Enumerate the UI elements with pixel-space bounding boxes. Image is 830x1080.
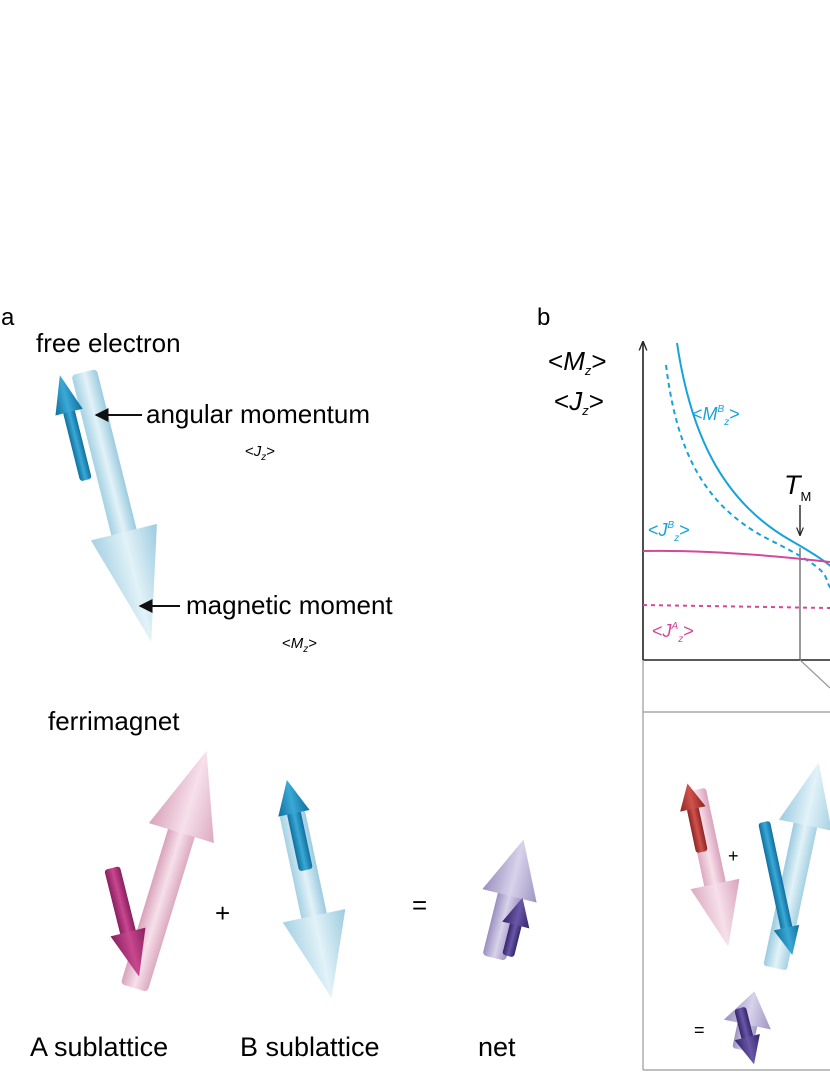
a-sublattice-arrows bbox=[104, 750, 214, 992]
ja-curve-label: <JAz> bbox=[652, 621, 694, 645]
magnetic-moment-label: magnetic moment bbox=[186, 590, 393, 620]
ma-curve bbox=[642, 549, 830, 563]
ferrimagnet-equals: = bbox=[412, 890, 427, 920]
ferrimagnet-plus: + bbox=[215, 898, 230, 928]
inset-a-arrows bbox=[680, 783, 740, 947]
free-electron-angular-arrow bbox=[55, 375, 92, 481]
panel-b: b <Mz> <Jz> <MBz> <JBz> <JAz> TM bbox=[537, 304, 830, 1071]
panel-a-label: a bbox=[1, 304, 15, 331]
inset-net-arrows bbox=[723, 991, 771, 1065]
free-electron-title: free electron bbox=[36, 328, 181, 358]
ferrimagnet-title: ferrimagnet bbox=[48, 706, 180, 736]
b-sublattice-arrows bbox=[278, 780, 346, 998]
ja-curve bbox=[642, 604, 830, 609]
y-axis-label-mz: <Mz> bbox=[548, 346, 607, 378]
jb-curve-label: <JBz> bbox=[648, 520, 690, 544]
panel-a: a free electron angular momentum <Jz> ma… bbox=[1, 304, 537, 1062]
inset-b-arrows bbox=[758, 762, 830, 970]
net-label: net bbox=[478, 1032, 516, 1062]
tm-label: TM bbox=[784, 470, 811, 504]
angular-momentum-symbol: <Jz> bbox=[245, 443, 275, 463]
a-sublattice-label: A sublattice bbox=[30, 1032, 168, 1062]
net-arrows bbox=[482, 839, 537, 961]
panel-b-label: b bbox=[537, 304, 550, 331]
angular-momentum-label: angular momentum bbox=[146, 399, 370, 429]
perspective-line bbox=[799, 659, 830, 689]
magnetic-moment-symbol: <Mz> bbox=[282, 635, 317, 655]
mb-curve-label: <MBz> bbox=[692, 404, 740, 428]
b-sublattice-label: B sublattice bbox=[240, 1032, 380, 1062]
jb-curve bbox=[665, 364, 830, 589]
inset-equals: = bbox=[694, 1020, 705, 1040]
mb-curve bbox=[676, 342, 830, 568]
y-axis-label-jz: <Jz> bbox=[554, 386, 604, 418]
inset-plus: + bbox=[728, 846, 739, 866]
